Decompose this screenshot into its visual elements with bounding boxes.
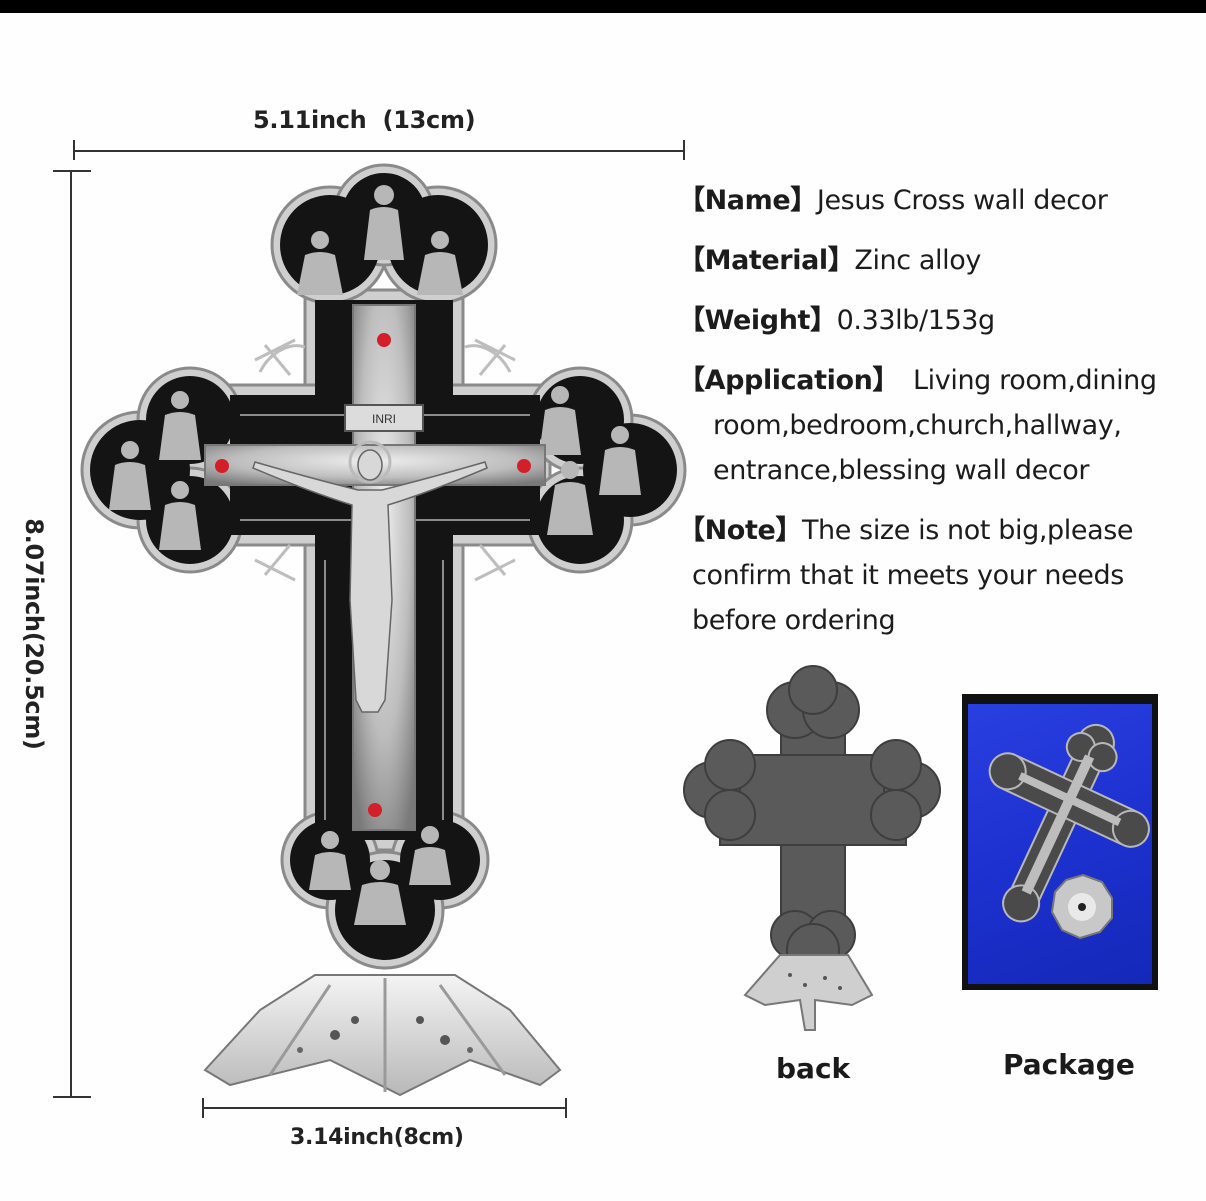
height-tick-top bbox=[53, 170, 91, 172]
top-status-bar bbox=[0, 0, 1206, 13]
spec-weight-value: 0.33lb/153g bbox=[836, 305, 996, 336]
back-view-image bbox=[683, 665, 941, 1031]
base-width-tick-right bbox=[565, 1098, 567, 1118]
height-tick-bottom bbox=[53, 1096, 91, 1098]
spec-material-value: Zinc alloy bbox=[854, 245, 981, 276]
spec-note-line-3: before ordering bbox=[692, 605, 896, 636]
spec-name: 【Name】Jesus Cross wall decor bbox=[678, 178, 1108, 223]
spec-note-label: 【Note】 bbox=[678, 515, 802, 546]
height-line bbox=[70, 171, 72, 1097]
top-width-tick-left bbox=[73, 140, 75, 160]
spec-material-label: 【Material】 bbox=[678, 245, 855, 276]
height-label: 8.07inch(20.5cm) bbox=[20, 518, 48, 750]
spec-note: 【Note】The size is not big,please bbox=[678, 508, 1133, 553]
spec-application-label: 【Application】 bbox=[678, 365, 900, 396]
package-base bbox=[1050, 873, 1113, 940]
top-width-tick-right bbox=[683, 140, 685, 160]
base-width-tick-left bbox=[202, 1098, 204, 1118]
cross-base bbox=[203, 974, 562, 1097]
spec-name-label: 【Name】 bbox=[678, 185, 817, 216]
red-gems bbox=[215, 333, 531, 817]
spec-application-line-1: Living room,dining bbox=[913, 365, 1157, 396]
base-width-label: 3.14inch(8cm) bbox=[290, 1125, 464, 1150]
spec-weight-label: 【Weight】 bbox=[678, 305, 837, 336]
spec-application: 【Application】 Living room,dining bbox=[678, 358, 1157, 403]
crucifix-product-image: INRI bbox=[80, 163, 687, 1097]
spec-note-line-1: The size is not big,please bbox=[801, 515, 1134, 546]
saint-figures bbox=[109, 185, 641, 925]
fleur-ornaments bbox=[254, 338, 516, 582]
corpus-figure bbox=[252, 440, 488, 713]
spec-material: 【Material】Zinc alloy bbox=[678, 238, 981, 283]
spec-application-line-2: room,bedroom,church,hallway, bbox=[713, 410, 1122, 441]
top-width-line bbox=[74, 150, 684, 152]
package-caption: Package bbox=[1003, 1048, 1135, 1081]
spec-name-value: Jesus Cross wall decor bbox=[816, 185, 1108, 216]
spec-note-line-2: confirm that it meets your needs bbox=[692, 560, 1124, 591]
spec-application-line-3: entrance,blessing wall decor bbox=[713, 455, 1090, 486]
top-width-label: 5.11inch (13cm) bbox=[253, 106, 476, 134]
back-view-caption: back bbox=[776, 1052, 851, 1085]
spec-weight: 【Weight】0.33lb/153g bbox=[678, 298, 995, 343]
inri-text: INRI bbox=[372, 412, 396, 426]
base-width-line bbox=[203, 1107, 567, 1109]
inri-plaque bbox=[344, 404, 424, 432]
package-contents bbox=[988, 723, 1150, 940]
